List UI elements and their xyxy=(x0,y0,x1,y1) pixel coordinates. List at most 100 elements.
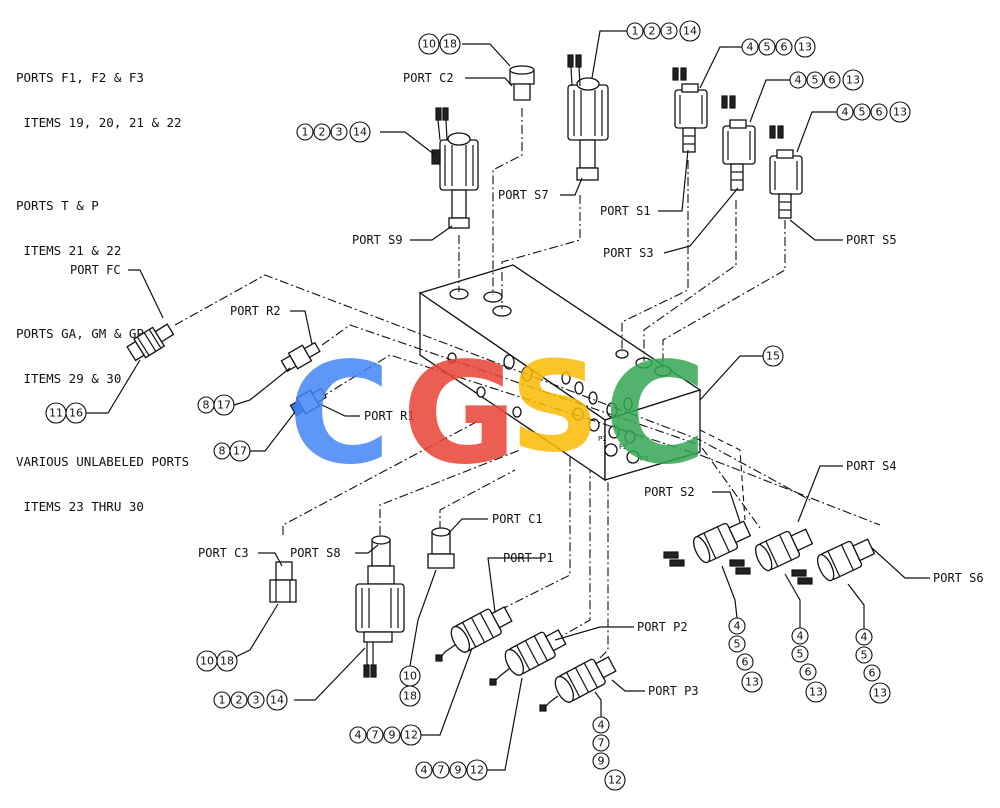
note-items: ITEMS 19, 20, 21 & 22 xyxy=(16,115,182,130)
label-port-c3: PORT C3 xyxy=(198,546,249,560)
note-heading: PORTS F1, F2 & F3 xyxy=(16,70,144,85)
callout-number: 13 xyxy=(846,74,860,87)
port-f3-marking: F3 xyxy=(640,455,648,463)
callout-number: 18 xyxy=(220,655,234,668)
label-port-c2: PORT C2 xyxy=(403,71,454,85)
callout-number: 5 xyxy=(797,648,804,661)
callout-number: 3 xyxy=(336,126,343,139)
cap-fitting-c2 xyxy=(509,65,535,101)
port-f2-marking: F2 xyxy=(619,443,627,451)
manifold-block: P1 F2 F3 xyxy=(418,264,702,482)
callout-number: 9 xyxy=(455,764,462,777)
callout-number: 4 xyxy=(795,74,802,87)
ports-notes: PORTS F1, F2 & F3 ITEMS 19, 20, 21 & 22 … xyxy=(16,40,189,529)
callout-number: 7 xyxy=(438,764,445,777)
solenoid-valve-p2 xyxy=(489,629,567,686)
callout-s9-top: 1 2 3 14 xyxy=(296,121,371,143)
callout-manifold-block: 15 xyxy=(762,345,784,367)
callout-number: 13 xyxy=(809,686,823,699)
callout-number: 7 xyxy=(372,729,379,742)
callout-number: 15 xyxy=(766,350,780,363)
solenoid-valve-s9 xyxy=(431,107,479,229)
callout-number: 11 xyxy=(49,407,63,420)
callout-number: 9 xyxy=(389,729,396,742)
watermark-letter: G xyxy=(402,333,517,496)
callout-s2: 4 5 6 13 xyxy=(728,617,763,693)
callout-c3: 10 18 xyxy=(196,650,238,672)
solenoid-valve-s4 xyxy=(729,528,814,575)
callout-number: 6 xyxy=(876,106,883,119)
callout-number: 13 xyxy=(893,106,907,119)
callout-number: 7 xyxy=(598,737,605,750)
callout-number: 1 xyxy=(219,694,226,707)
label-port-s8: PORT S8 xyxy=(290,546,341,560)
note-items: ITEMS 21 & 22 xyxy=(16,243,122,258)
label-port-c1: PORT C1 xyxy=(492,512,543,526)
label-port-s9: PORT S9 xyxy=(352,233,403,247)
callout-number: 4 xyxy=(861,631,868,644)
note-heading: VARIOUS UNLABELED PORTS xyxy=(16,454,190,469)
callout-number: 6 xyxy=(742,656,749,669)
callout-number: 4 xyxy=(421,764,428,777)
callout-number: 5 xyxy=(859,106,866,119)
callout-number: 1 xyxy=(632,25,639,38)
label-port-s2: PORT S2 xyxy=(644,485,695,499)
callout-number: 17 xyxy=(217,399,231,412)
callout-number: 10 xyxy=(403,670,417,683)
callout-p3: 4 7 9 12 xyxy=(592,716,626,791)
callout-fc: 11 16 xyxy=(45,402,87,424)
solenoid-valve-s5 xyxy=(769,125,803,219)
watermark-letter: S xyxy=(510,335,601,480)
label-port-s7: PORT S7 xyxy=(498,188,549,202)
callout-number: 4 xyxy=(355,729,362,742)
label-port-p3: PORT P3 xyxy=(648,684,699,698)
label-port-r1: PORT R1 xyxy=(364,409,415,423)
callout-number: 1 xyxy=(302,126,309,139)
solenoid-valve-s6 xyxy=(791,538,876,585)
callout-number: 2 xyxy=(236,694,243,707)
solenoid-valve-p3 xyxy=(539,656,617,712)
callout-r2: 8 17 xyxy=(197,394,235,416)
callout-s7-top: 1 2 3 14 xyxy=(626,20,701,42)
solenoid-valve-s7 xyxy=(567,54,609,181)
callout-number: 6 xyxy=(781,41,788,54)
callout-number: 5 xyxy=(861,649,868,662)
callout-s4: 4 5 6 13 xyxy=(791,627,827,703)
fitting-r1 xyxy=(289,387,327,417)
cap-fitting-c1 xyxy=(427,527,455,569)
solenoid-valve-p1 xyxy=(435,606,513,662)
callout-number: 8 xyxy=(219,445,226,458)
callout-number: 13 xyxy=(873,687,887,700)
callout-s1-top: 4 5 6 13 xyxy=(741,36,816,58)
callout-number: 12 xyxy=(470,764,484,777)
callout-number: 5 xyxy=(734,638,741,651)
callout-number: 17 xyxy=(233,445,247,458)
callout-number: 6 xyxy=(829,74,836,87)
callout-s6: 4 5 6 13 xyxy=(855,628,891,704)
callout-number: 9 xyxy=(598,755,605,768)
callout-number: 6 xyxy=(869,667,876,680)
callout-number: 6 xyxy=(805,666,812,679)
callout-number: 13 xyxy=(745,676,759,689)
solenoid-valve-s2 xyxy=(663,520,752,567)
callout-number: 18 xyxy=(443,38,457,51)
callout-c1: 10 18 xyxy=(399,665,421,707)
callout-number: 14 xyxy=(353,126,367,139)
label-port-s6: PORT S6 xyxy=(933,571,984,585)
callout-number: 5 xyxy=(812,74,819,87)
callout-s3-top: 4 5 6 13 xyxy=(789,69,864,91)
callout-number: 4 xyxy=(734,620,741,633)
callout-number: 13 xyxy=(798,41,812,54)
callout-number: 3 xyxy=(666,25,673,38)
label-port-s4: PORT S4 xyxy=(846,459,897,473)
callout-number: 10 xyxy=(200,655,214,668)
callout-number: 4 xyxy=(598,719,605,732)
port-p1-marking: P1 xyxy=(598,435,607,443)
callout-c2-top: 10 18 xyxy=(418,33,461,55)
watermark-letter: C xyxy=(288,333,391,496)
note-items: ITEMS 23 THRU 30 xyxy=(16,499,144,514)
port-labels: PORT C2 PORT S7 PORT S1 PORT S3 PORT S5 … xyxy=(70,71,984,698)
callout-p1: 4 7 9 12 xyxy=(349,724,422,746)
callout-number: 4 xyxy=(842,106,849,119)
callout-p2: 4 7 9 12 xyxy=(415,759,488,781)
